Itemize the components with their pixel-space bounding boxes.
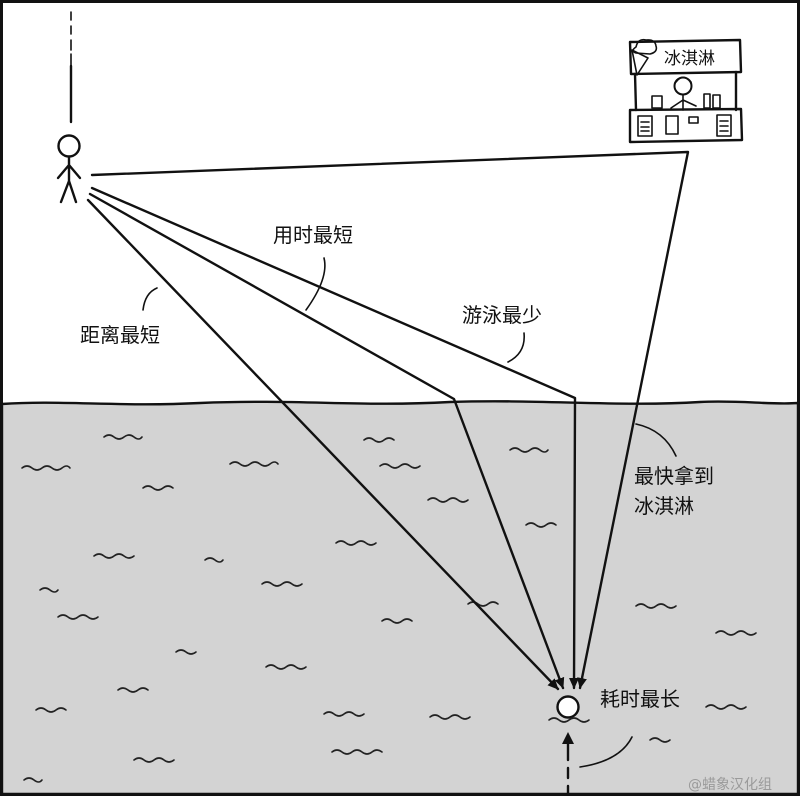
route-fastest-ice-cream (90, 150, 690, 690)
label-shortest-distance: 距离最短 (80, 323, 160, 347)
label-longest-time: 耗时最长 (600, 687, 680, 711)
label-fastest-ice-cream-line2: 冰淇淋 (634, 494, 694, 518)
runner-body (56, 155, 82, 204)
waves (21, 434, 757, 783)
route-least-swimming (90, 186, 580, 690)
ice-cream-cone-icon (631, 38, 658, 76)
leader-least-swimming (507, 332, 525, 363)
vendor-body (670, 76, 697, 111)
label-shortest-time: 用时最短 (273, 223, 353, 247)
water (0, 400, 800, 796)
route-shortest-distance (86, 198, 560, 691)
runner-figure (56, 11, 82, 204)
leader-shortest-time (305, 257, 326, 311)
leader-fastest-ice-cream (635, 423, 677, 457)
route-shortest-time (88, 192, 565, 690)
stand-menu-cards (637, 114, 732, 137)
route-lines (86, 150, 690, 691)
swimmer-head (556, 695, 580, 719)
swimmer-arrowhead (562, 732, 574, 744)
translator-credit: @蜡象汉化组 (688, 777, 772, 793)
leader-longest-time (579, 736, 633, 768)
swimmer-figure (548, 695, 590, 795)
stand-counter (628, 107, 744, 144)
label-leaders (142, 257, 677, 768)
runner-head (57, 134, 81, 158)
label-least-swimming: 游泳最少 (462, 303, 542, 327)
stand-sign-text: 冰淇淋 (664, 49, 715, 69)
stand-posts (633, 70, 738, 112)
stand-sign-board (628, 38, 743, 76)
leader-shortest-distance (142, 287, 158, 311)
stand-jars (651, 93, 721, 109)
label-fastest-ice-cream-line1: 最快拿到 (634, 464, 714, 488)
ice-cream-stand: 冰淇淋 (628, 38, 744, 144)
